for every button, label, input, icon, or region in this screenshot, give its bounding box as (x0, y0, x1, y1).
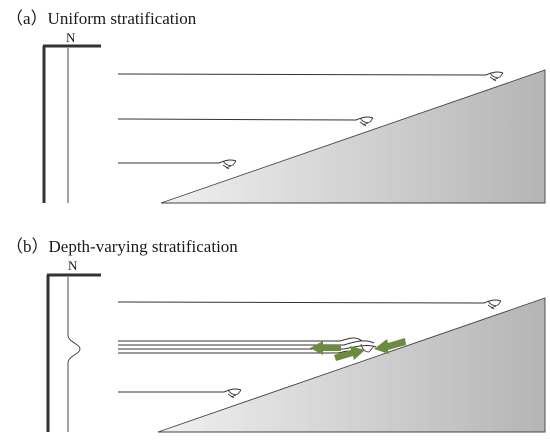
green-arrow-left (310, 341, 341, 355)
panel-b-isopycnal-band-1 (118, 337, 363, 342)
panel-b-isopycnal-band-2 (118, 340, 375, 346)
green-arrow-lower-right (334, 346, 365, 361)
panel-a-arrow-middle (359, 117, 374, 127)
panel-a (42, 44, 546, 204)
panel-a-isopycnal-middle (117, 116, 374, 121)
panel-b-green-arrows (310, 338, 406, 361)
panel-b-arrow-lower (227, 389, 242, 399)
panel-b-flow-arrows (227, 300, 502, 399)
panel-a-isopycnals (117, 71, 504, 164)
panel-a-n-axis-label: N (66, 30, 76, 45)
panel-a-arrow-upper (489, 72, 504, 82)
panel-b-slope (157, 297, 546, 433)
panel-a-isopycnal-upper (117, 71, 504, 76)
panel-b-title: （b）Depth-varying stratification (6, 237, 238, 256)
panel-b-isopycnal-lower (118, 388, 242, 393)
panel-b-arrow-mid (360, 343, 375, 353)
panel-b-n-axis-label: N (68, 258, 78, 273)
panel-a-title: （a）Uniform stratification (6, 9, 197, 28)
panel-a-isopycnal-lower (118, 159, 237, 164)
panel-b (46, 273, 546, 433)
panel-b-isopycnal-upper (117, 299, 502, 304)
panel-a-arrow-lower (222, 160, 237, 170)
panel-a-slope (160, 69, 546, 204)
panel-a-n-axes (42, 44, 101, 203)
panel-b-n-axes (46, 273, 101, 432)
panel-b-n-profile (67, 277, 81, 432)
panel-b-arrow-upper (487, 300, 502, 310)
panel-a-flow-arrows (222, 72, 504, 170)
green-arrow-upper-right (374, 338, 406, 354)
